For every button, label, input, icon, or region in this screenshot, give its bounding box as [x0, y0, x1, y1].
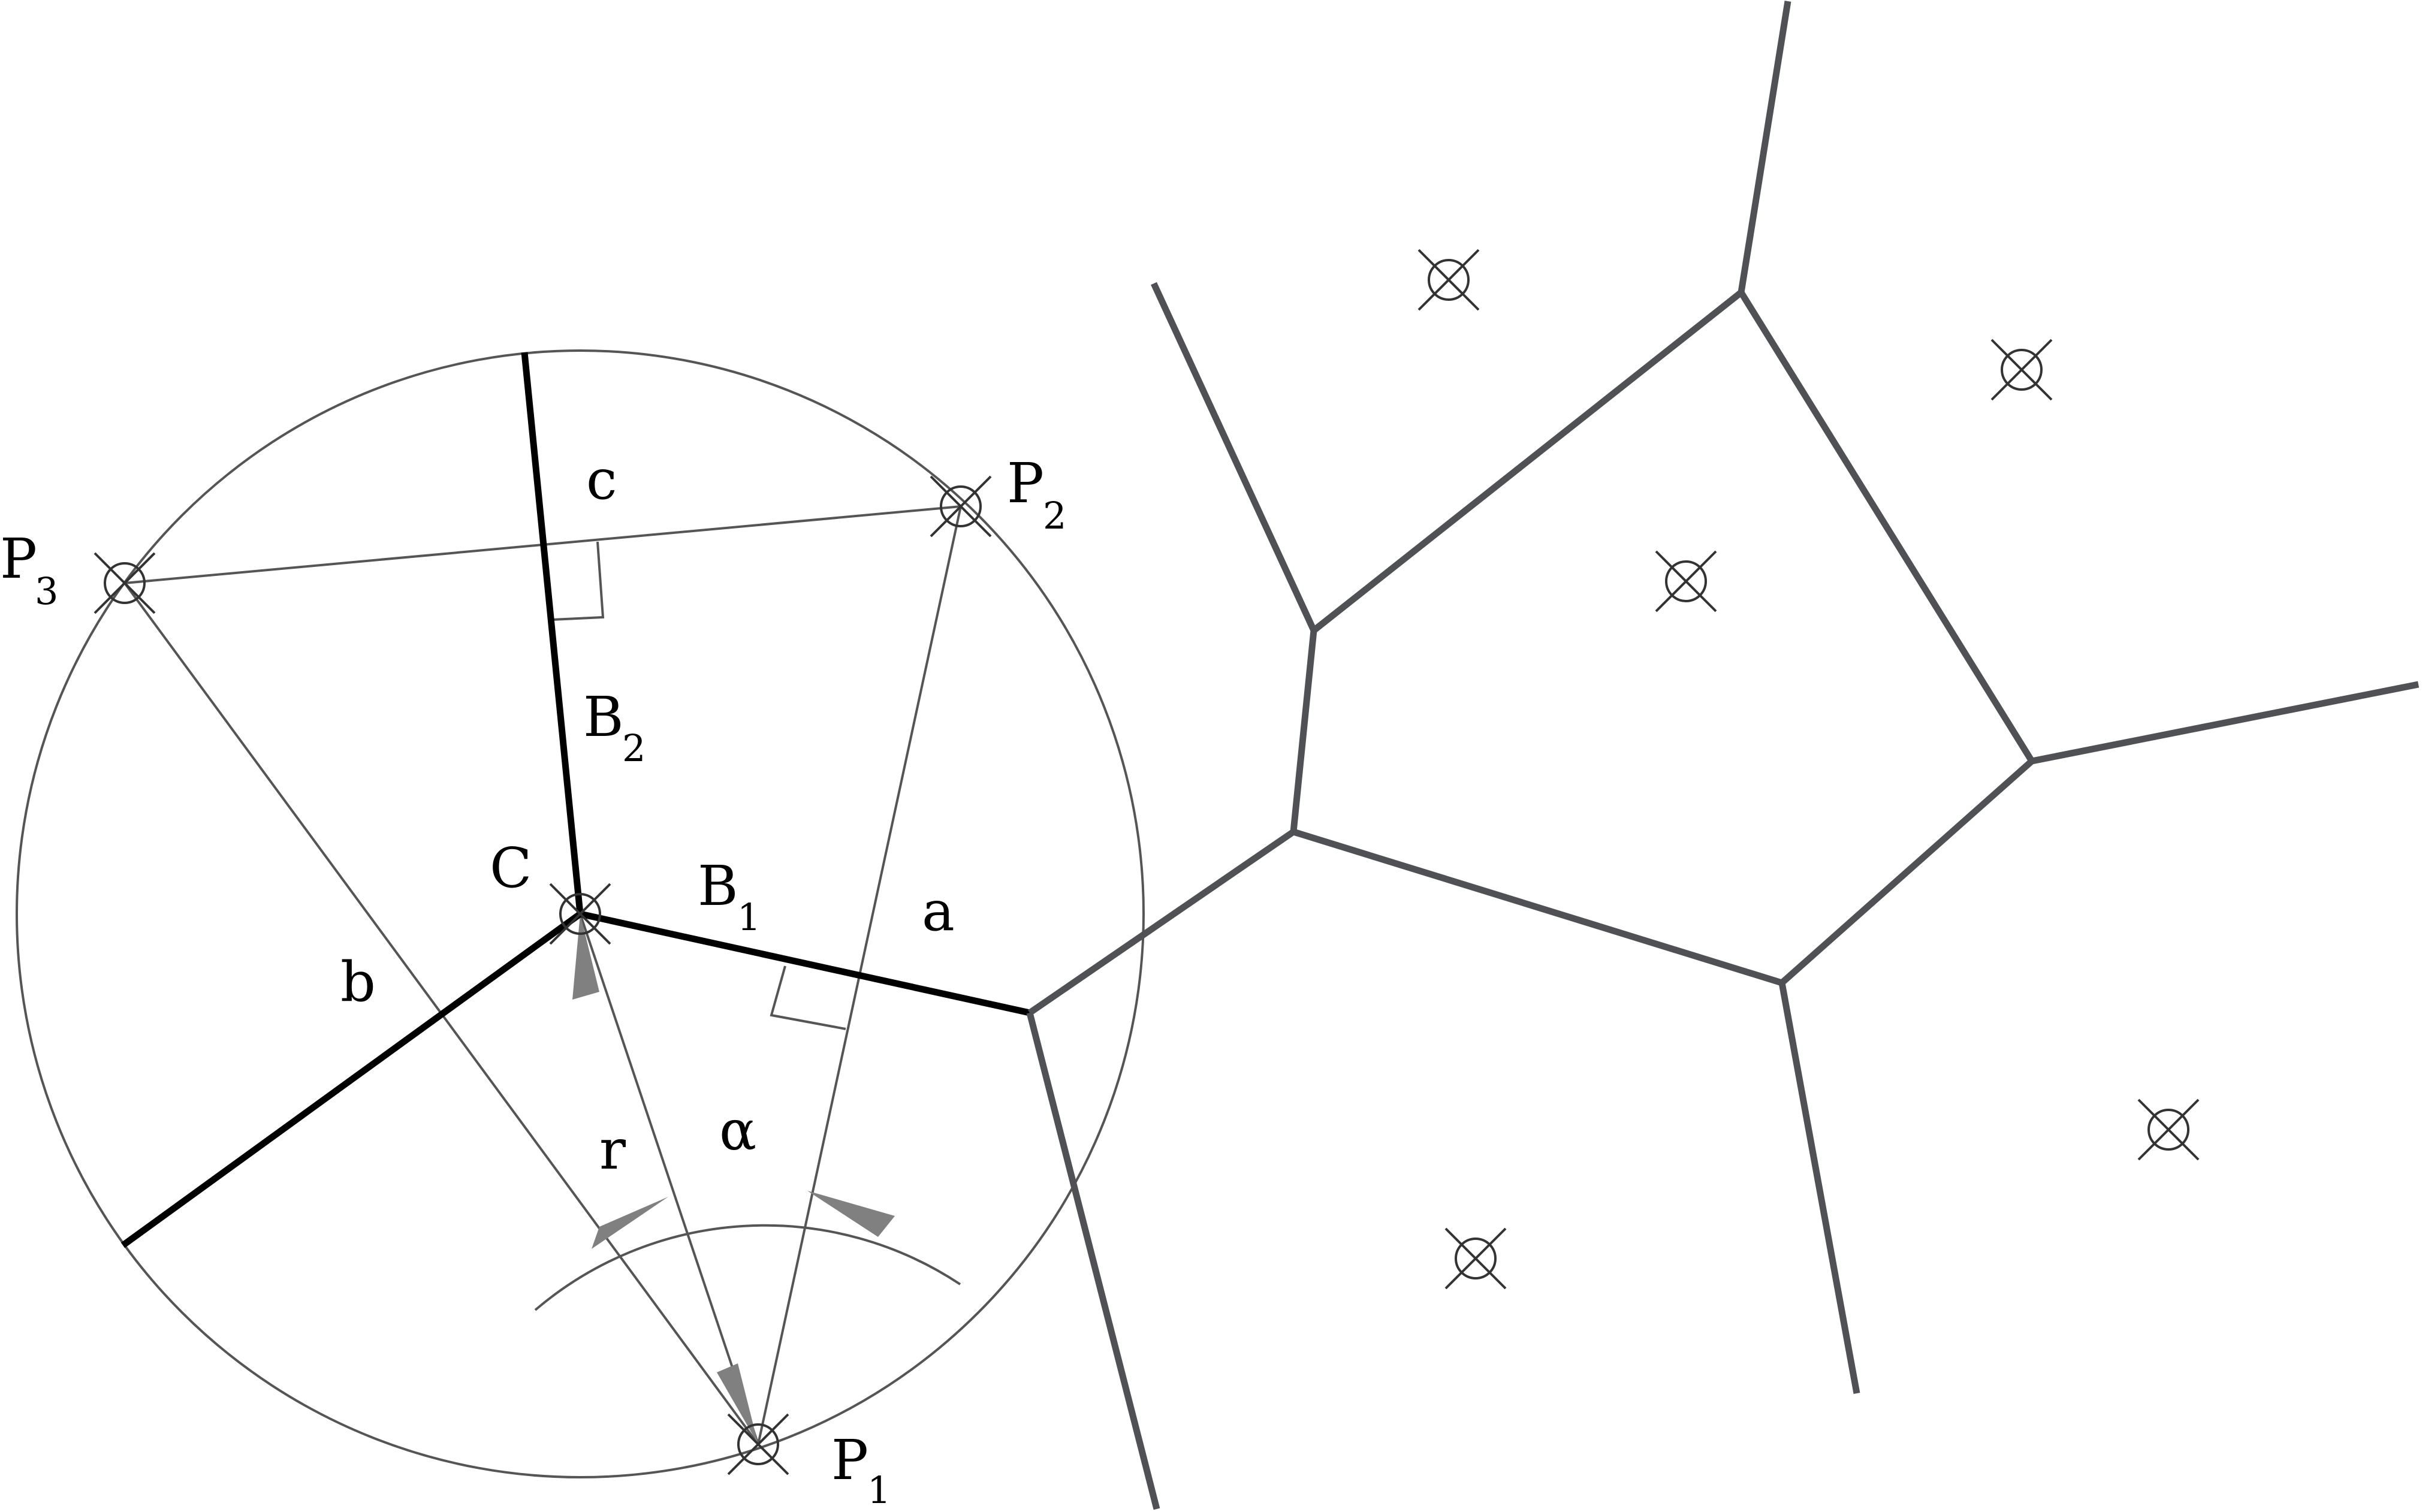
voronoi-edge: [1026, 1012, 1160, 1510]
right-angle-marker-c: [552, 541, 605, 621]
voronoi-edges: [1026, 1, 2420, 1510]
bisector-b2: [521, 352, 584, 915]
label-side-b: b: [340, 950, 376, 1014]
label-b1-sub: 1: [737, 895, 761, 939]
radius-arrowhead-bottom: [717, 1363, 758, 1444]
label-b2: B 2: [583, 685, 646, 770]
label-p1-main: P: [831, 1428, 868, 1492]
label-p2: P 2: [1007, 451, 1066, 538]
label-p2-sub: 2: [1043, 494, 1066, 538]
label-side-c: c: [586, 448, 617, 512]
label-b1: B 1: [698, 854, 761, 939]
bisectors: [120, 352, 1031, 1248]
radius-line: [579, 913, 759, 1445]
voronoi-edge: [1290, 630, 1317, 832]
label-angle-alpha: α: [719, 1098, 756, 1163]
right-angle-markers: [552, 541, 846, 1030]
site-marker-p2: [930, 475, 992, 538]
voronoi-edge: [1778, 982, 1860, 1394]
label-p2-main: P: [1007, 451, 1044, 515]
site-marker: [1444, 1227, 1507, 1290]
voronoi-edge: [2031, 681, 2420, 765]
voronoi-edge: [1738, 291, 2035, 763]
site-marker: [1655, 550, 1717, 612]
bisector-b1: [579, 910, 1031, 1016]
voronoi-edge: [1311, 289, 1744, 633]
voronoi-edge: [1151, 282, 1317, 632]
site-marker-p1: [727, 1413, 789, 1475]
label-side-a: a: [922, 879, 955, 943]
label-b1-main: B: [698, 854, 738, 918]
circumcircle: [16, 349, 1145, 1478]
site-marker-p3: [93, 552, 156, 614]
voronoi-edge: [1027, 829, 1296, 1016]
site-marker: [1990, 339, 2053, 401]
voronoi-edge: [1738, 1, 1791, 293]
bisector-b: [120, 911, 583, 1248]
label-p1: P 1: [831, 1428, 891, 1512]
label-p3: P 3: [0, 527, 58, 613]
site-marker: [1417, 249, 1480, 311]
voronoi-edge: [1292, 828, 1783, 986]
label-p3-main: P: [0, 527, 37, 591]
angle-arrowhead-right: [807, 1191, 895, 1237]
site-marker: [2137, 1098, 2200, 1161]
angle-arrowhead-left: [592, 1197, 668, 1249]
angle-arc: [534, 1224, 961, 1311]
label-center-c: C: [490, 836, 532, 900]
label-b2-main: B: [583, 685, 624, 749]
voronoi-edge: [1779, 758, 2034, 986]
site-markers: [93, 249, 2200, 1475]
label-p3-sub: 3: [35, 569, 58, 613]
radius-arrowhead-top: [572, 914, 599, 1000]
right-angle-marker-a: [770, 965, 846, 1030]
label-p1-sub: 1: [867, 1468, 891, 1512]
site-marker-c: [549, 883, 611, 945]
label-radius-r: r: [599, 1118, 626, 1182]
label-b2-sub: 2: [622, 726, 646, 770]
